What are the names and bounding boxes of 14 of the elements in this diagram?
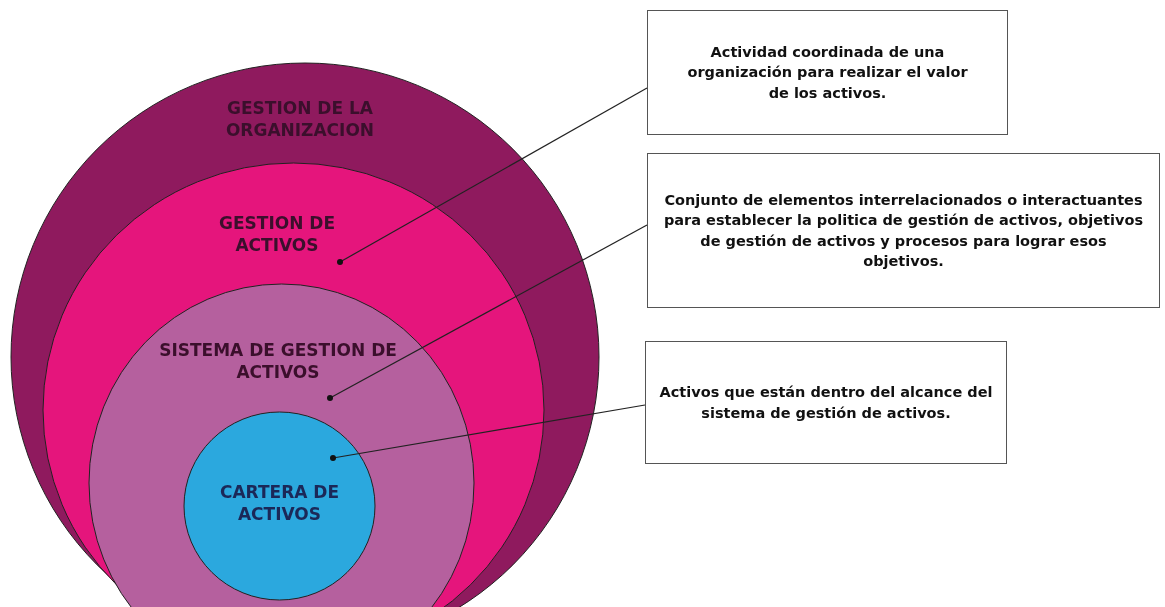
leader-line — [327, 224, 648, 401]
definition-box — [647, 153, 1160, 308]
definition-text: Actividad coordinada de una organización para realizar el valor de los activos. — [686, 43, 969, 103]
definition-text: Activos que están dentro del alcance del sistema de gestión de activos. — [658, 383, 994, 423]
circle — [183, 411, 376, 601]
ellipse-label: SISTEMA DE GESTION DE ACTIVOS — [158, 339, 398, 384]
ellipse-label: GESTION DE ACTIVOS — [217, 212, 337, 257]
definition-box — [645, 341, 1007, 464]
leader-line — [330, 404, 646, 461]
definition-box — [647, 10, 1008, 135]
ellipse-label: CARTERA DE ACTIVOS — [218, 481, 341, 526]
ellipse-label: GESTION DE LA ORGANIZACION — [224, 97, 376, 142]
leader-line — [337, 87, 648, 265]
definition-text: Conjunto de elementos interrelacionados o interactuantes para establecer la politica de gestión de activos, objetivos de gestión de activos y procesos para lograr esos objetivos. — [662, 190, 1145, 271]
